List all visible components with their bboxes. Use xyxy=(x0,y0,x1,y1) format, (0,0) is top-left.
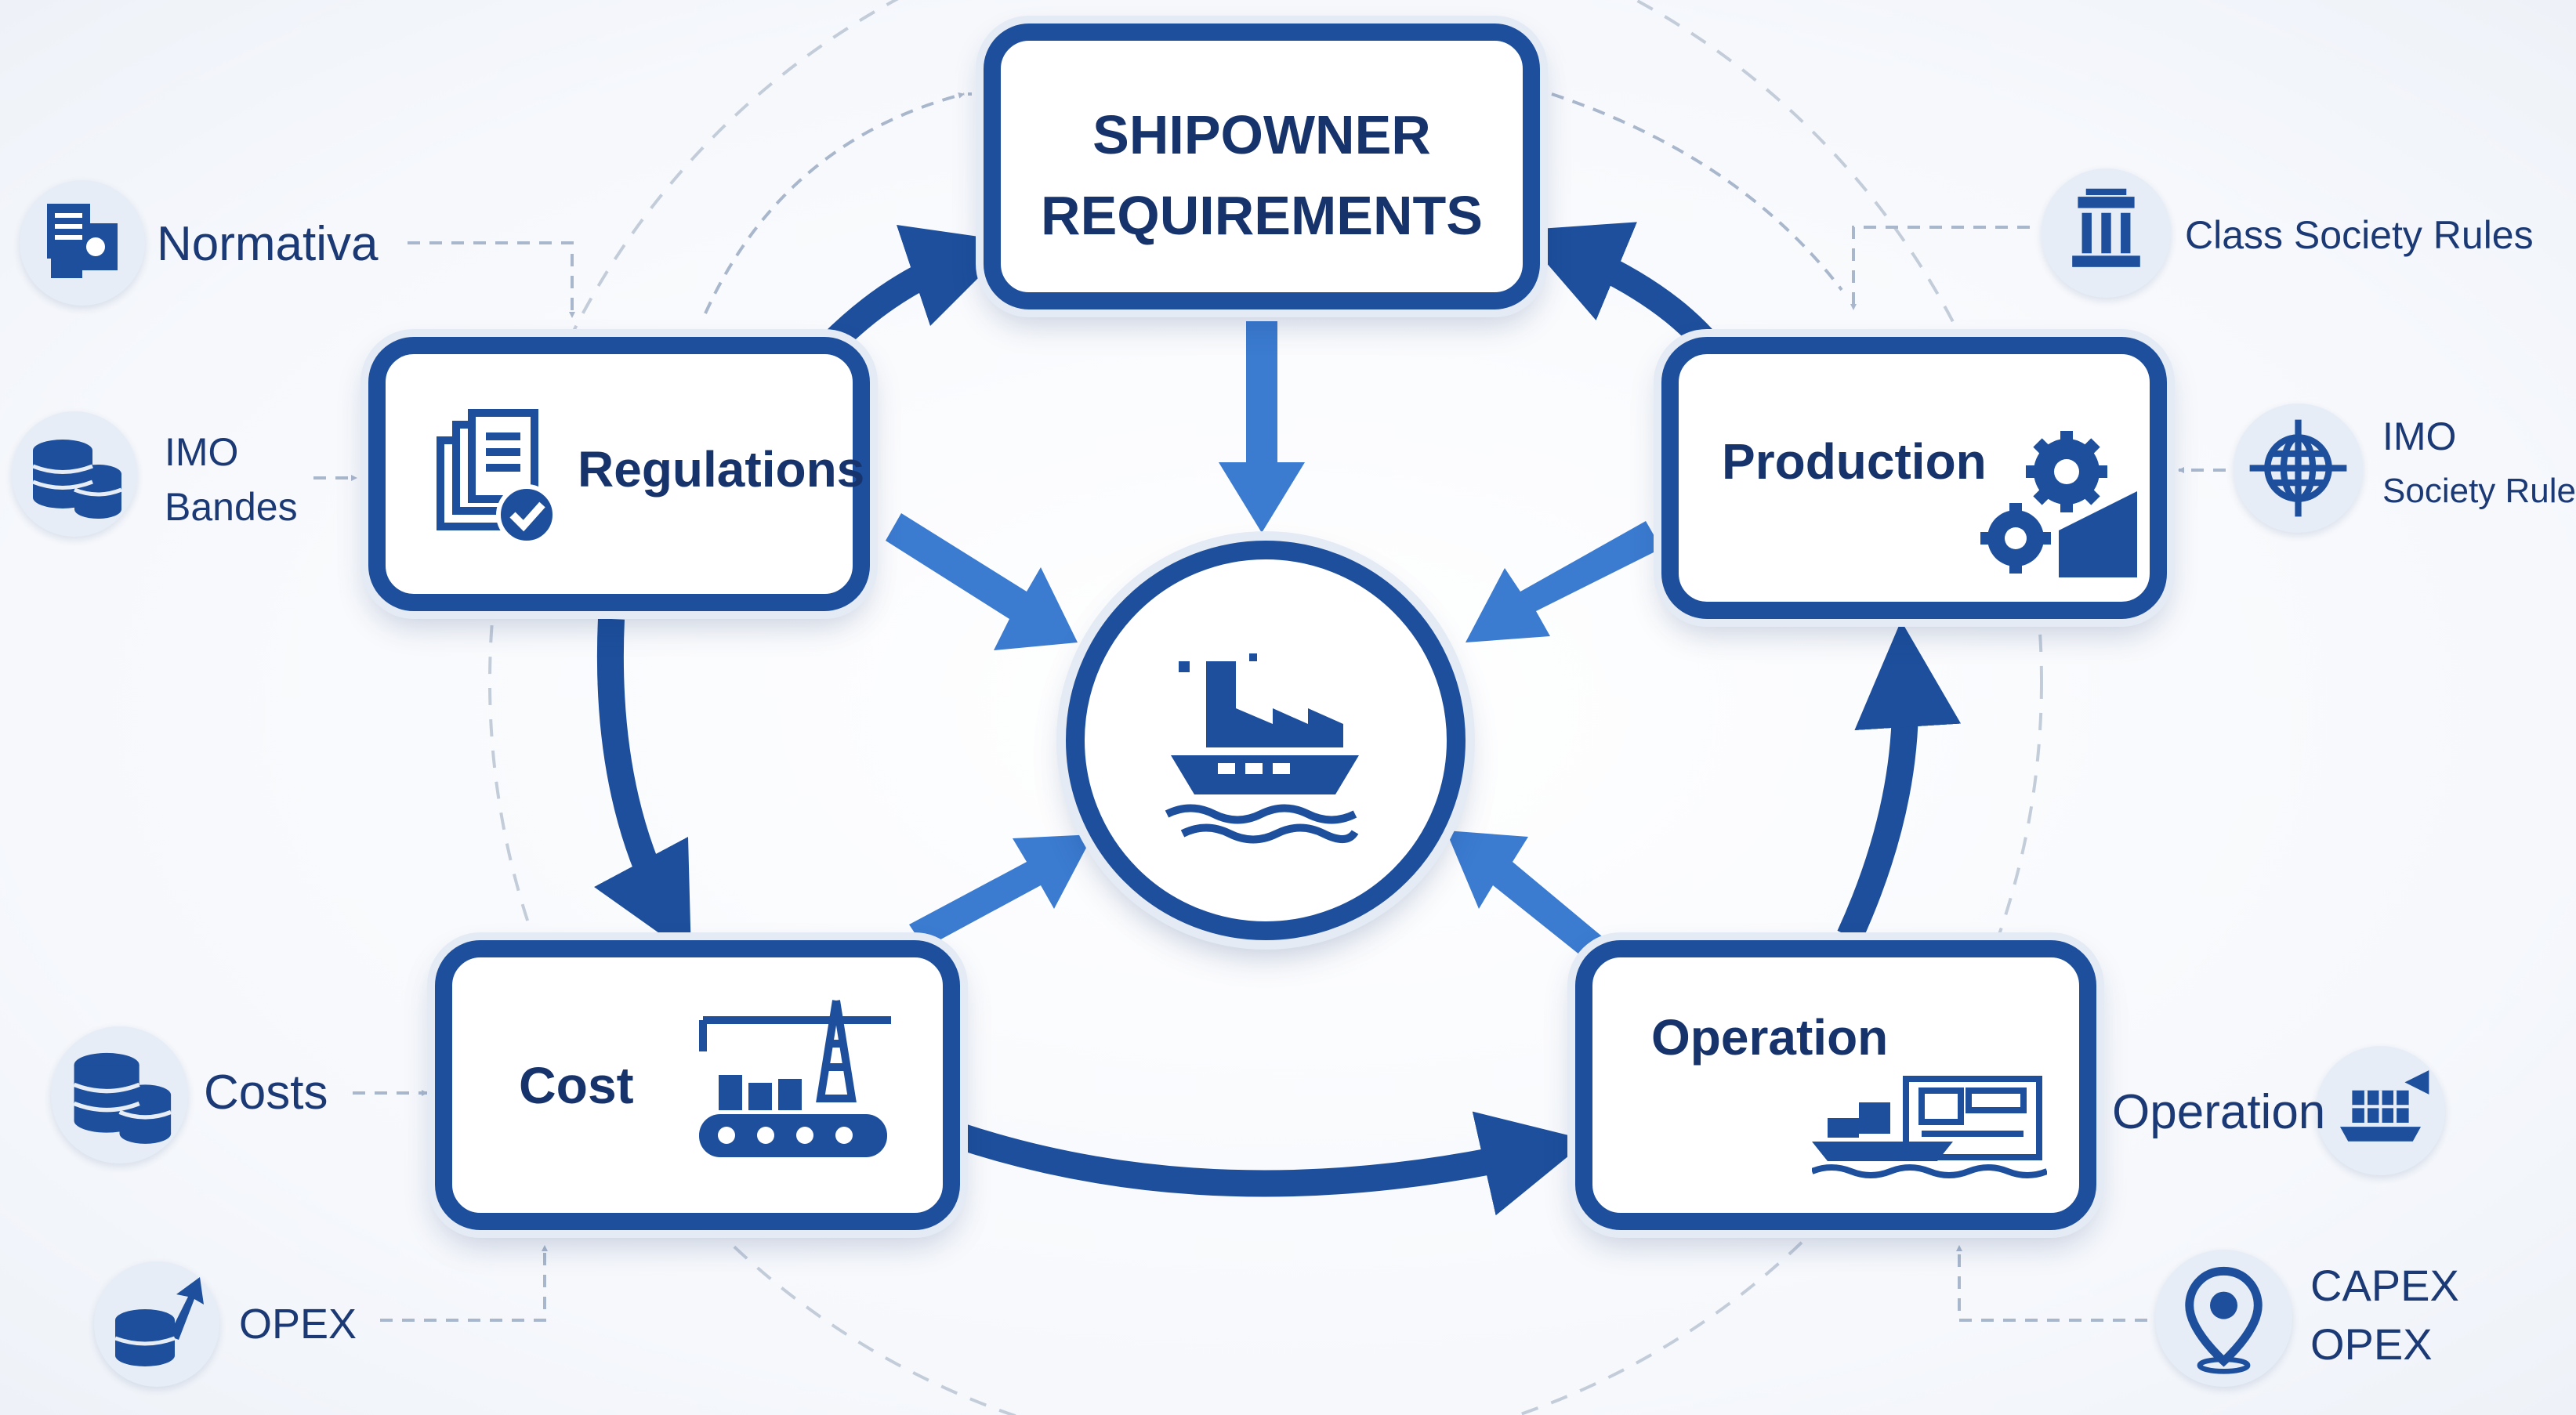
outer-dashed-ring xyxy=(488,0,2043,1415)
arrow-operation-to-center xyxy=(1446,831,1607,964)
capex-opex-line1: CAPEX xyxy=(2310,1261,2459,1310)
class-society-icon-circle xyxy=(2042,168,2171,298)
dash-normativa xyxy=(408,241,575,318)
arrow-regulations-to-shipowner xyxy=(821,225,1015,355)
dash-arc-top-right xyxy=(1551,92,1843,291)
operation-right-label: Operation xyxy=(2112,1085,2326,1139)
normativa-icon-circle xyxy=(20,180,145,306)
imo-society-icon-circle xyxy=(2234,404,2363,533)
arrow-cost-to-center xyxy=(909,834,1093,948)
crane-conveyor-icon xyxy=(699,1000,891,1157)
opex-left-label: OPEX xyxy=(239,1301,357,1348)
operation-box[interactable]: Operation xyxy=(1575,940,2096,1230)
documents-check-icon xyxy=(437,409,557,545)
arrow-shipowner-to-center xyxy=(1219,321,1305,533)
normativa-label: Normativa xyxy=(157,217,379,271)
arrow-production-to-center xyxy=(1466,521,1661,642)
opex-left-icon-circle xyxy=(94,1261,219,1387)
shipowner-title-line2: REQUIREMENTS xyxy=(1041,185,1483,246)
arrow-production-to-shipowner xyxy=(1518,222,1719,354)
documents-icon xyxy=(47,204,118,278)
globe-crosshair-icon xyxy=(2249,419,2347,517)
cost-box[interactable]: Cost xyxy=(435,940,960,1230)
production-box[interactable]: Production xyxy=(1661,337,2167,619)
production-label: Production xyxy=(1722,433,1987,490)
dash-opex-left xyxy=(380,1245,548,1322)
building-icon xyxy=(2072,188,2140,267)
ship-factory-icon xyxy=(1165,653,1359,844)
dash-arc-top-left xyxy=(704,92,965,314)
imo-bandes-line2: Bandes xyxy=(165,485,298,529)
dash-capex-opex xyxy=(1956,1245,2147,1322)
imo-society-line1: IMO xyxy=(2382,414,2457,458)
dash-class-society xyxy=(1850,226,2030,310)
imo-bandes-icon-circle xyxy=(12,411,137,537)
arrow-regulations-to-cost xyxy=(594,618,691,957)
operation-right-icon-circle xyxy=(2316,1046,2445,1175)
capex-opex-line2: OPEX xyxy=(2310,1319,2433,1369)
arrow-operation-to-production xyxy=(1837,621,1962,943)
ship-control-icon xyxy=(1812,1076,2047,1178)
container-ship-icon xyxy=(2339,1069,2429,1142)
regulations-label: Regulations xyxy=(578,441,865,498)
coin-stack-icon xyxy=(32,440,122,519)
location-pin-icon xyxy=(2185,1266,2263,1374)
cost-label: Cost xyxy=(519,1056,634,1114)
arrow-regulations-to-center xyxy=(886,513,1078,650)
center-ship-circle[interactable] xyxy=(1066,541,1466,940)
imo-bandes-line1: IMO xyxy=(165,430,239,474)
regulations-box[interactable]: Regulations xyxy=(368,337,870,611)
shipowner-requirements-box[interactable]: SHIPOWNER REQUIREMENTS xyxy=(984,24,1540,309)
operation-label: Operation xyxy=(1651,1009,1889,1066)
gears-factory-icon xyxy=(1980,431,2137,577)
capex-opex-icon-circle xyxy=(2155,1250,2292,1387)
shipowner-title-line1: SHIPOWNER xyxy=(1092,104,1431,165)
costs-label: Costs xyxy=(204,1066,328,1120)
arrow-cost-to-operation xyxy=(955,1111,1589,1216)
coin-stack-icon-costs xyxy=(73,1052,172,1144)
class-society-label: Class Society Rules xyxy=(2185,213,2534,257)
imo-society-line2: Society Rules xyxy=(2382,472,2576,510)
coins-arrow-icon xyxy=(114,1277,204,1366)
costs-icon-circle xyxy=(51,1026,188,1163)
